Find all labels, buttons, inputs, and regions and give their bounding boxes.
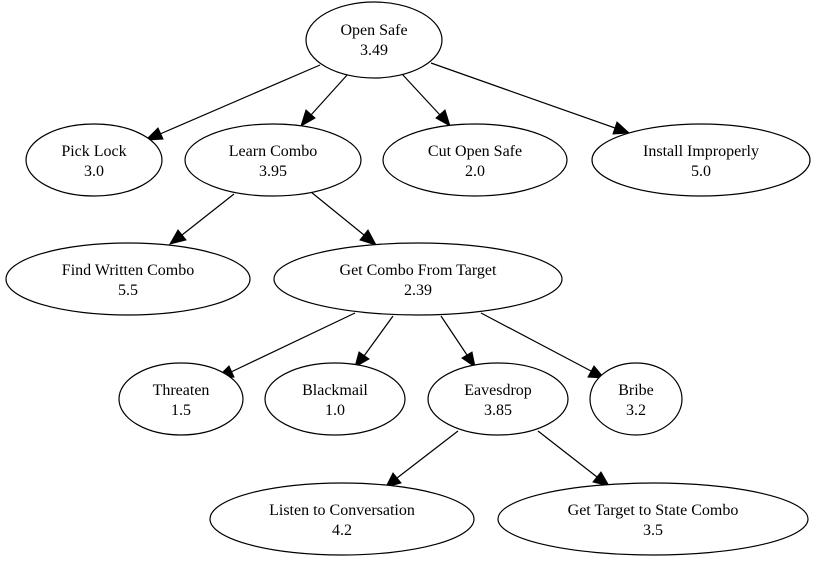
edge-learn-combo-to-get-combo-from-target (310, 191, 378, 246)
edge-get-combo-from-target-to-bribe (480, 312, 606, 379)
edge-open-safe-to-cut-open-safe (401, 73, 451, 128)
edge-get-combo-from-target-to-eavesdrop (440, 315, 476, 369)
node-value: 2.0 (465, 163, 485, 180)
edge-get-combo-from-target-to-blackmail (354, 315, 394, 369)
node-label: Get Target to State Combo (568, 502, 739, 519)
nodes-layer: Open Safe 3.49 Pick Lock 3.0 Learn Combo… (5, 1, 811, 556)
edge-eavesdrop-to-get-target-to-state-combo (537, 430, 611, 487)
node-value: 1.0 (325, 402, 345, 419)
node-value: 3.49 (360, 42, 388, 59)
node-value: 3.85 (484, 402, 512, 419)
node-label: Blackmail (302, 382, 368, 399)
node-label: Open Safe (340, 22, 407, 39)
node-label: Learn Combo (229, 143, 317, 160)
node-pick-lock: Pick Lock 3.0 (25, 123, 163, 197)
edge-open-safe-to-pick-lock (144, 64, 321, 141)
node-label: Eavesdrop (464, 382, 532, 399)
node-value: 3.95 (259, 163, 287, 180)
node-label: Get Combo From Target (340, 262, 498, 279)
node-bribe: Bribe 3.2 (589, 362, 683, 436)
node-eavesdrop: Eavesdrop 3.85 (427, 362, 569, 436)
node-get-combo-from-target: Get Combo From Target 2.39 (273, 242, 563, 316)
node-listen-to-conversation: Listen to Conversation 4.2 (209, 482, 475, 556)
node-label: Listen to Conversation (269, 502, 415, 519)
node-value: 3.0 (84, 163, 104, 180)
node-value: 5.5 (118, 282, 138, 299)
edge-open-safe-to-install-improperly (430, 62, 631, 135)
node-learn-combo: Learn Combo 3.95 (184, 123, 362, 197)
edges-layer (144, 62, 631, 488)
node-label: Cut Open Safe (428, 143, 522, 160)
node-label: Pick Lock (61, 143, 126, 160)
node-value: 5.0 (691, 163, 711, 180)
node-open-safe: Open Safe 3.49 (305, 1, 443, 79)
node-value: 3.2 (626, 402, 646, 419)
node-label: Threaten (153, 382, 210, 399)
node-value: 1.5 (171, 402, 191, 419)
edge-open-safe-to-learn-combo (300, 73, 349, 128)
node-install-improperly: Install Improperly 5.0 (591, 123, 811, 197)
node-cut-open-safe: Cut Open Safe 2.0 (382, 123, 568, 197)
node-get-target-to-state-combo: Get Target to State Combo 3.5 (497, 482, 809, 556)
node-find-written-combo: Find Written Combo 5.5 (5, 242, 251, 316)
node-label: Install Improperly (643, 143, 759, 160)
node-threaten: Threaten 1.5 (118, 362, 244, 436)
node-blackmail: Blackmail 1.0 (264, 362, 406, 436)
edge-eavesdrop-to-listen-to-conversation (385, 430, 459, 488)
node-value: 4.2 (332, 522, 352, 539)
node-value: 3.5 (643, 522, 663, 539)
node-label: Bribe (618, 382, 654, 399)
node-label: Find Written Combo (62, 262, 194, 279)
edge-learn-combo-to-find-written-combo (168, 193, 235, 245)
node-value: 2.39 (404, 282, 432, 299)
